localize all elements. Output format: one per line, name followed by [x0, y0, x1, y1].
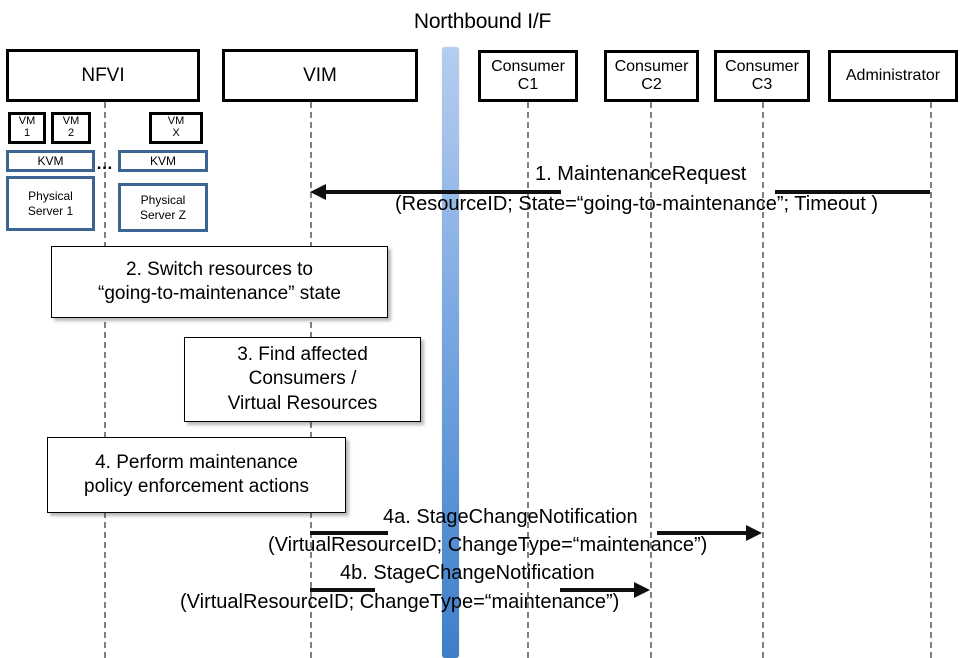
actor-label-nfvi: NFVI: [81, 64, 125, 86]
message-line-msg1-seg1: [318, 190, 561, 194]
lifeline-c2: [650, 102, 652, 658]
physical-server-label-line2: Server Z: [139, 207, 186, 222]
message-params-msg1: (ResourceID; State=“going-to-maintenance…: [395, 193, 878, 215]
hypervisor-label: KVM: [149, 154, 176, 168]
diagram-title: Northbound I/F: [413, 10, 552, 33]
vm-label-index: X: [172, 127, 180, 139]
lifeline-nfvi: [104, 102, 106, 658]
northbound-interface-bar: [442, 47, 459, 658]
message-params-msg4a: (VirtualResourceID; ChangeType=“maintena…: [268, 534, 708, 556]
lifeline-c3: [762, 102, 764, 658]
lifeline-admin: [930, 102, 932, 658]
vm-label-name: VM: [167, 115, 185, 128]
message-line-msg4a-seg1: [310, 531, 388, 535]
action-box-line: Virtual Resources: [227, 392, 378, 414]
arrow-head-msg1: [310, 184, 326, 200]
arrow-head-msg4b: [634, 582, 650, 598]
message-params-msg4b: (VirtualResourceID; ChangeType=“maintena…: [180, 591, 620, 613]
message-line-msg4a-seg2: [657, 531, 747, 535]
action-box-line: 4. Perform maintenance: [95, 451, 298, 473]
message-label-msg4a: 4a. StageChangeNotification: [383, 506, 638, 528]
action-box-step2[interactable]: 2. Switch resources to “going-to-maintena…: [51, 246, 388, 318]
physical-server-label-line1: Physical: [140, 193, 186, 208]
action-box-line: 3. Find affected: [237, 344, 368, 366]
vm-label-name: VM: [62, 115, 80, 128]
message-line-msg4b-seg1: [310, 588, 375, 592]
vm-label-name: VM: [18, 115, 36, 128]
vm-label-index: 2: [67, 127, 75, 139]
hypervisor-box-1: KVM: [6, 150, 95, 172]
message-label-msg1: 1. MaintenanceRequest: [535, 163, 747, 185]
physical-server-label-line2: Server 1: [27, 203, 74, 218]
action-box-line: policy enforcement actions: [84, 476, 309, 497]
physical-server-label-line1: Physical: [28, 189, 73, 204]
actor-label-admin: Administrator: [845, 67, 941, 85]
arrow-head-msg4a: [746, 525, 762, 541]
message-line-msg1-seg2: [775, 190, 930, 194]
message-label-msg4b: 4b. StageChangeNotification: [340, 562, 595, 584]
action-box-line: “going-to-maintenance” state: [98, 283, 341, 304]
action-box-line: 2. Switch resources to: [126, 258, 313, 280]
vm-label-index: 1: [23, 127, 31, 139]
actor-box-nfvi[interactable]: NFVI: [6, 49, 200, 102]
actor-box-admin[interactable]: Administrator: [828, 50, 958, 102]
action-box-line: Consumers /: [248, 368, 357, 390]
server-ellipsis: …: [96, 154, 114, 173]
hypervisor-box-2: KVM: [118, 150, 208, 172]
lifeline-c1: [527, 102, 529, 658]
message-line-msg4b-seg2: [560, 588, 635, 592]
action-box-step4[interactable]: 4. Perform maintenance policy enforcement…: [47, 437, 346, 513]
actor-box-vim[interactable]: VIM: [222, 49, 418, 102]
actor-label-vim: VIM: [303, 64, 337, 86]
hypervisor-label: KVM: [37, 154, 64, 168]
